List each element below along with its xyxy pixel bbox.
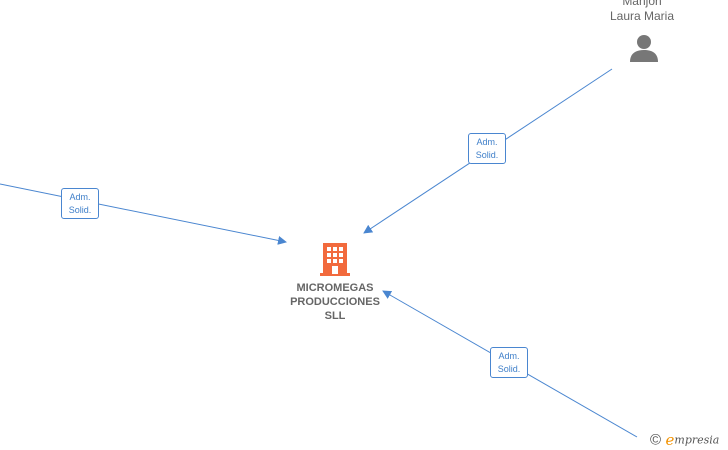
copyright-symbol: © [650, 431, 662, 449]
building-icon[interactable] [320, 241, 350, 277]
edge-left-to-company [0, 183, 287, 245]
company-name-line3: SLL [324, 310, 346, 322]
edge-label-person-line2: Solid. [475, 150, 499, 160]
empresia-brand: © empresia [650, 431, 728, 449]
person-icon[interactable] [628, 34, 660, 62]
edge-label-person-line1: Adm. [476, 137, 498, 147]
company-name-line2: PRODUCCIONES [290, 296, 380, 308]
person-name-line1: Manjon [622, 0, 662, 8]
brand-rest: mpresia [674, 433, 720, 447]
edge-label-left-line2: Solid. [68, 205, 92, 215]
person-name-line2: Laura Maria [609, 9, 675, 23]
company-name[interactable]: MICROMEGAS PRODUCCIONES SLL [270, 281, 400, 323]
edge-label-left: Adm. Solid. [61, 188, 99, 219]
edge-label-left-line1: Adm. [69, 192, 91, 202]
brand-initial: e [665, 431, 675, 449]
company-name-line1: MICROMEGAS [296, 282, 374, 294]
edge-label-person: Adm. Solid. [468, 133, 506, 164]
edge-label-bottom-line1: Adm. [498, 351, 520, 361]
edge-label-bottom: Adm. Solid. [490, 347, 528, 378]
edge-label-bottom-line2: Solid. [497, 364, 521, 374]
